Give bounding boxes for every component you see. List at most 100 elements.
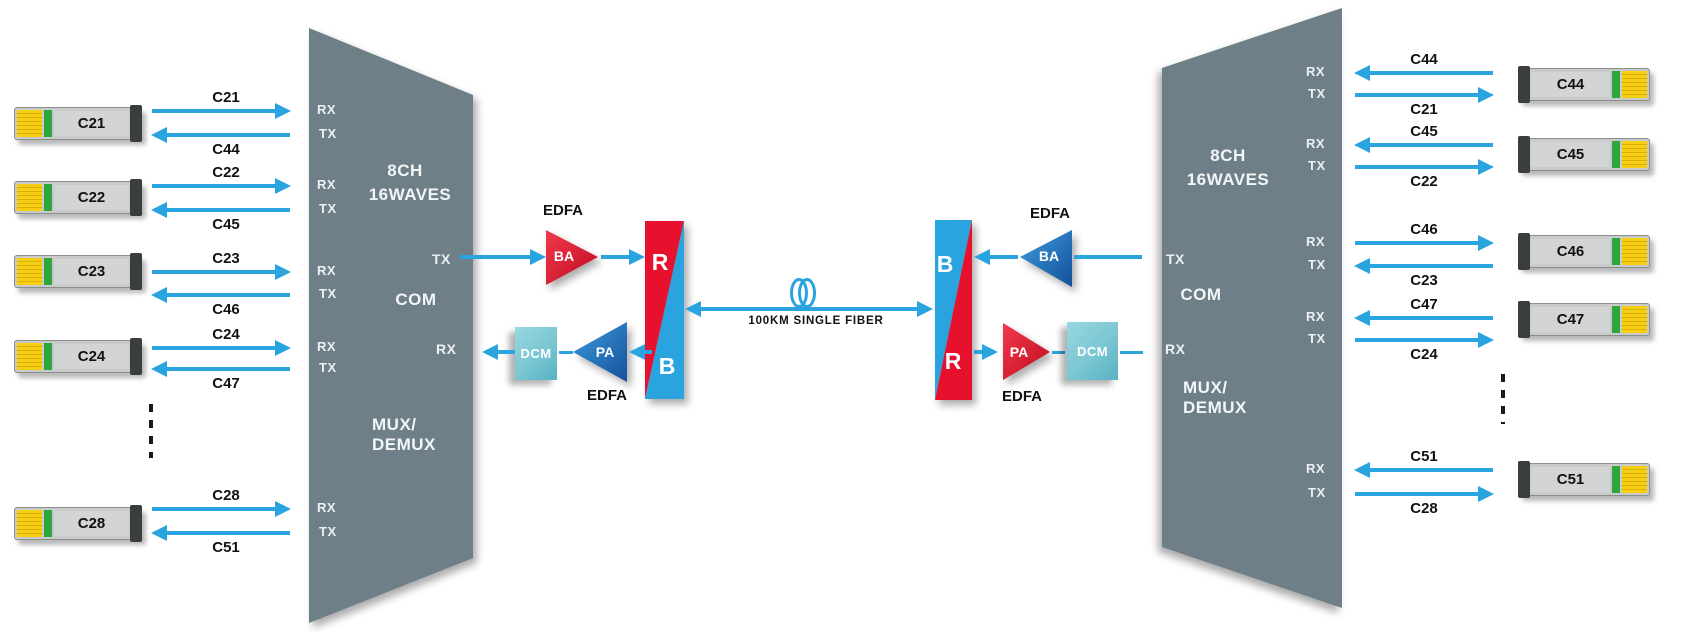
left-filter-blue-band	[645, 221, 684, 399]
signal-arrow-left	[151, 202, 290, 218]
mux-port-rx: RX	[1306, 64, 1326, 79]
ba-label: BA	[553, 248, 575, 264]
module-label: C47	[1531, 307, 1610, 332]
pa-label: PA	[1009, 344, 1029, 360]
mux-type-line2: DEMUX	[1183, 398, 1247, 417]
signal-arrow-right	[152, 103, 291, 119]
signal-arrow-right	[152, 501, 291, 517]
module-latch	[1518, 461, 1530, 498]
module-stripe	[44, 184, 52, 211]
mux-port-rx: RX	[317, 177, 337, 192]
signal-arrow-right	[152, 264, 291, 280]
wavelength-label: C28	[1410, 500, 1438, 517]
fiber-connector-icon	[1622, 238, 1647, 265]
signal-arrow-right	[1355, 235, 1494, 251]
signal-arrow-left	[1354, 258, 1493, 274]
fiber-connector-icon	[17, 258, 42, 285]
mux-type-line2: DEMUX	[372, 435, 436, 454]
signal-arrow-left	[1354, 462, 1493, 478]
mux-com-label: COM	[395, 290, 437, 309]
signal-arrow-right	[152, 340, 291, 356]
dcm-block: DCM	[1067, 322, 1118, 380]
left-pa-amplifier-shape	[573, 322, 627, 382]
ba-to-filter-arrow	[601, 249, 645, 265]
left-band-filter	[645, 221, 684, 399]
ba-to-filter-arrow	[974, 249, 1018, 265]
signal-arrow-right	[152, 178, 291, 194]
signal-arrow-right	[1355, 87, 1494, 103]
blue-band-label: B	[936, 251, 954, 277]
blue-band-label: B	[658, 353, 676, 379]
wavelength-label: C47	[1410, 296, 1438, 313]
wavelength-label: C51	[212, 539, 240, 556]
module-label: C21	[54, 111, 129, 136]
wavelength-label: C24	[1410, 346, 1438, 363]
module-label: C46	[1531, 239, 1610, 264]
red-band-label: R	[651, 249, 669, 275]
mux-port-tx: TX	[319, 286, 337, 301]
module-latch	[1518, 136, 1530, 173]
edfa-label: EDFA	[1001, 388, 1042, 405]
wavelength-label: C44	[1410, 51, 1438, 68]
mux-com-rx: RX	[1165, 341, 1186, 357]
transceiver-module: C47	[1518, 301, 1650, 338]
mux-channels-label: 8CH	[1210, 146, 1246, 165]
mux-port-tx: TX	[319, 524, 337, 539]
module-latch	[1518, 233, 1530, 270]
tx-to-ba-line	[1074, 255, 1142, 259]
module-label: C45	[1531, 142, 1610, 167]
edfa-label: EDFA	[1029, 205, 1070, 222]
signal-arrow-left	[1354, 65, 1493, 81]
mux-port-rx: RX	[1306, 234, 1326, 249]
signal-arrow-right	[1355, 159, 1494, 175]
module-stripe	[1612, 71, 1620, 98]
signal-arrow-left	[1354, 310, 1493, 326]
left-ba-amplifier-shape	[546, 230, 598, 285]
module-stripe	[1612, 238, 1620, 265]
mux-port-rx: RX	[317, 263, 337, 278]
wavelength-label: C21	[212, 89, 240, 106]
fiber-connector-icon	[17, 184, 42, 211]
module-label: C23	[54, 259, 129, 284]
fiber-connector-icon	[17, 510, 42, 537]
wavelength-label: C45	[212, 216, 240, 233]
fiber-connector-icon	[1622, 306, 1647, 333]
module-stripe	[1612, 466, 1620, 493]
right-mux-shape	[1162, 8, 1342, 608]
module-latch	[130, 253, 142, 290]
pa-label: PA	[595, 344, 615, 360]
signal-arrow-left	[1354, 137, 1493, 153]
right-band-filter	[935, 220, 972, 400]
module-label: C51	[1531, 467, 1610, 492]
mux-port-tx: TX	[1308, 331, 1326, 346]
module-stripe	[44, 258, 52, 285]
left-mux-shape	[309, 28, 473, 623]
wavelength-label: C28	[212, 487, 240, 504]
module-stripe	[44, 343, 52, 370]
mux-waves-label: 16WAVES	[1186, 170, 1270, 189]
edfa-label: EDFA	[542, 202, 583, 219]
mux-port-rx: RX	[1306, 461, 1326, 476]
module-stripe	[44, 110, 52, 137]
ba-label: BA	[1038, 248, 1060, 264]
module-stripe	[1612, 306, 1620, 333]
fiber-connector-icon	[1622, 71, 1647, 98]
filter-to-pa-arrow	[629, 344, 652, 360]
signal-arrow-left	[151, 287, 290, 303]
module-latch	[130, 179, 142, 216]
wavelength-label: C44	[212, 141, 240, 158]
fiber-coil-icon	[790, 278, 816, 308]
module-stripe	[44, 510, 52, 537]
module-label: C28	[54, 511, 129, 536]
mux-port-tx: TX	[1308, 158, 1326, 173]
wavelength-label: C22	[212, 164, 240, 181]
transceiver-module: C45	[1518, 136, 1650, 173]
wavelength-label: C22	[1410, 173, 1438, 190]
mux-com-tx: TX	[432, 251, 451, 267]
mux-port-tx: TX	[1308, 257, 1326, 272]
module-latch	[1518, 66, 1530, 103]
mux-com-label: COM	[1180, 285, 1222, 304]
mux-port-rx: RX	[317, 500, 337, 515]
fiber-connector-icon	[1622, 141, 1647, 168]
